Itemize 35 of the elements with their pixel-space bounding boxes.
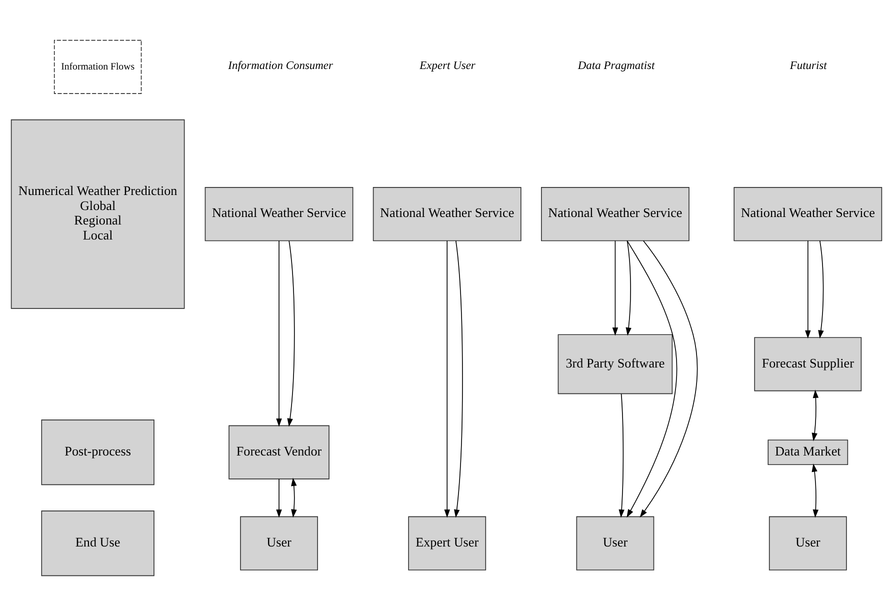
node-box: National Weather Service <box>372 186 522 241</box>
label: Information Consumer <box>228 60 334 72</box>
node-box: User <box>576 516 654 570</box>
arrow <box>812 463 819 518</box>
arrow <box>444 240 450 518</box>
arrow <box>640 240 698 518</box>
arrow <box>291 477 297 518</box>
arrow <box>818 240 824 338</box>
node-box: Forecast Supplier <box>754 336 862 391</box>
arrow <box>618 393 624 518</box>
arrow <box>812 389 819 441</box>
arrow <box>612 240 618 336</box>
label: Futurist <box>790 60 827 72</box>
node-box: End Use <box>41 510 154 576</box>
node-box: Numerical Weather Prediction Global Regional Local <box>10 118 185 308</box>
arrow <box>276 478 282 518</box>
node-box: Forecast Vendor <box>228 424 330 479</box>
legend-label: Information Flows <box>61 60 135 72</box>
arrow <box>805 240 811 338</box>
arrow <box>454 240 463 518</box>
node-box: National Weather Service <box>734 186 882 241</box>
node-box: Data Market <box>768 439 848 465</box>
node-box: 3rd Party Software <box>558 334 673 394</box>
label: Data Pragmatist <box>578 60 655 72</box>
node-box: Post-process <box>41 419 154 485</box>
arrow <box>626 240 632 336</box>
node-box: User <box>768 516 847 570</box>
label: Expert User <box>420 60 476 72</box>
arrow <box>287 240 295 426</box>
arrow <box>626 240 678 518</box>
node-box: National Weather Service <box>204 186 354 241</box>
node-box: Expert User <box>408 516 486 570</box>
arrow <box>276 240 282 426</box>
node-box: National Weather Service <box>541 186 690 241</box>
node-box: User <box>240 516 318 570</box>
